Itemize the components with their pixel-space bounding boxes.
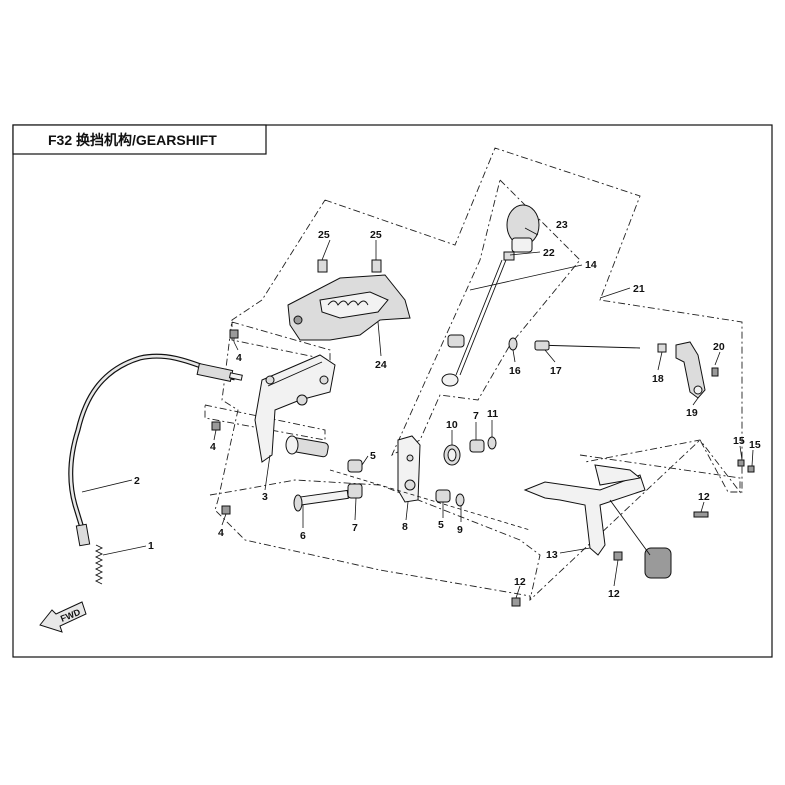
callout-label: 16 bbox=[509, 365, 521, 377]
bushing-7-a bbox=[347, 483, 363, 499]
shift-plate bbox=[397, 435, 421, 503]
callout-labels: 1 2 3 4 4 4 5 5 6 7 7 8 9 10 11 12 12 12… bbox=[134, 219, 761, 600]
bushing-7-b bbox=[469, 439, 485, 453]
washer-9 bbox=[455, 493, 465, 507]
washer-16 bbox=[508, 337, 518, 351]
nut-18 bbox=[657, 343, 667, 353]
bolt-12-a bbox=[693, 511, 709, 518]
callout-label: 4 bbox=[218, 527, 224, 539]
callout-label: 25 bbox=[318, 229, 330, 241]
assembly-boundary-lower bbox=[209, 479, 541, 601]
cable-end-fitting bbox=[196, 362, 234, 382]
bolt-4-c bbox=[221, 505, 231, 515]
callout-label: 12 bbox=[514, 576, 526, 588]
bolt-15-b bbox=[747, 465, 755, 473]
screw-25-b bbox=[371, 259, 382, 273]
callout-label: 5 bbox=[370, 450, 376, 462]
callout-leaders bbox=[81, 227, 754, 599]
washer-11 bbox=[487, 436, 497, 450]
shift-lever-rod bbox=[459, 259, 507, 376]
assembly-boundary-left-2 bbox=[204, 404, 326, 441]
lever-bracket bbox=[254, 354, 336, 463]
callout-label: 7 bbox=[473, 410, 479, 422]
callout-label: 6 bbox=[300, 530, 306, 542]
bolt-4-b bbox=[211, 421, 221, 431]
callout-label: 17 bbox=[550, 365, 562, 377]
bolt-4-a bbox=[229, 329, 239, 342]
callout-label: 20 bbox=[713, 341, 725, 353]
callout-label: 22 bbox=[543, 247, 555, 259]
callout-label: 9 bbox=[457, 524, 463, 536]
diagram-title: F32 换挡机构/GEARSHIFT bbox=[48, 132, 217, 148]
diagram-frame bbox=[12, 124, 773, 658]
pivot-bolt bbox=[297, 489, 349, 506]
callout-label: 24 bbox=[375, 359, 387, 371]
callout-label: 23 bbox=[556, 219, 568, 231]
mount-bracket bbox=[523, 474, 646, 556]
title-box bbox=[12, 124, 267, 155]
callout-label: 2 bbox=[134, 475, 140, 487]
callout-label: 4 bbox=[236, 352, 242, 364]
bolt-12-c bbox=[511, 597, 521, 607]
assembly-boundary-bracket bbox=[579, 439, 741, 494]
assembly-boundary-left bbox=[231, 321, 331, 361]
fwd-arrow-icon: FWD bbox=[39, 601, 87, 633]
shift-cylinder bbox=[644, 547, 672, 579]
callout-label: 7 bbox=[352, 522, 358, 534]
callout-label: 5 bbox=[438, 519, 444, 531]
callout-label: 18 bbox=[652, 373, 664, 385]
screw-25-a bbox=[317, 259, 328, 273]
callout-label: 13 bbox=[546, 549, 558, 561]
callout-label: 12 bbox=[608, 588, 620, 600]
callout-label: 8 bbox=[402, 521, 408, 533]
callout-label: 15 bbox=[749, 439, 761, 451]
bushing-5-a bbox=[347, 459, 363, 473]
shift-cable-inner bbox=[69, 354, 236, 529]
cable-lower-fitting bbox=[75, 523, 91, 547]
callout-label: 15 bbox=[733, 435, 745, 447]
callout-label: 3 bbox=[262, 491, 268, 503]
bolt-20 bbox=[711, 367, 719, 377]
callout-label: 4 bbox=[210, 441, 216, 453]
assembly-boundary-shifter bbox=[391, 179, 581, 457]
bracket-hole bbox=[296, 394, 308, 406]
callout-label: 1 bbox=[148, 540, 154, 552]
callout-label: 11 bbox=[487, 408, 498, 420]
torsion-spring bbox=[443, 444, 461, 466]
shift-rod bbox=[534, 344, 641, 349]
callout-label: 25 bbox=[370, 229, 382, 241]
bushing-5-b bbox=[435, 489, 451, 503]
callout-label: 12 bbox=[698, 491, 710, 503]
cable-spring bbox=[94, 544, 104, 585]
cable-end-rod bbox=[228, 372, 243, 381]
callout-label: 19 bbox=[686, 407, 698, 419]
knob-nut bbox=[503, 251, 515, 261]
callout-label: 21 bbox=[633, 283, 645, 295]
callout-label: 14 bbox=[585, 259, 597, 271]
bolt-12-b bbox=[613, 551, 623, 561]
bolt-15-a bbox=[737, 459, 745, 467]
callout-label: 10 bbox=[446, 419, 458, 431]
